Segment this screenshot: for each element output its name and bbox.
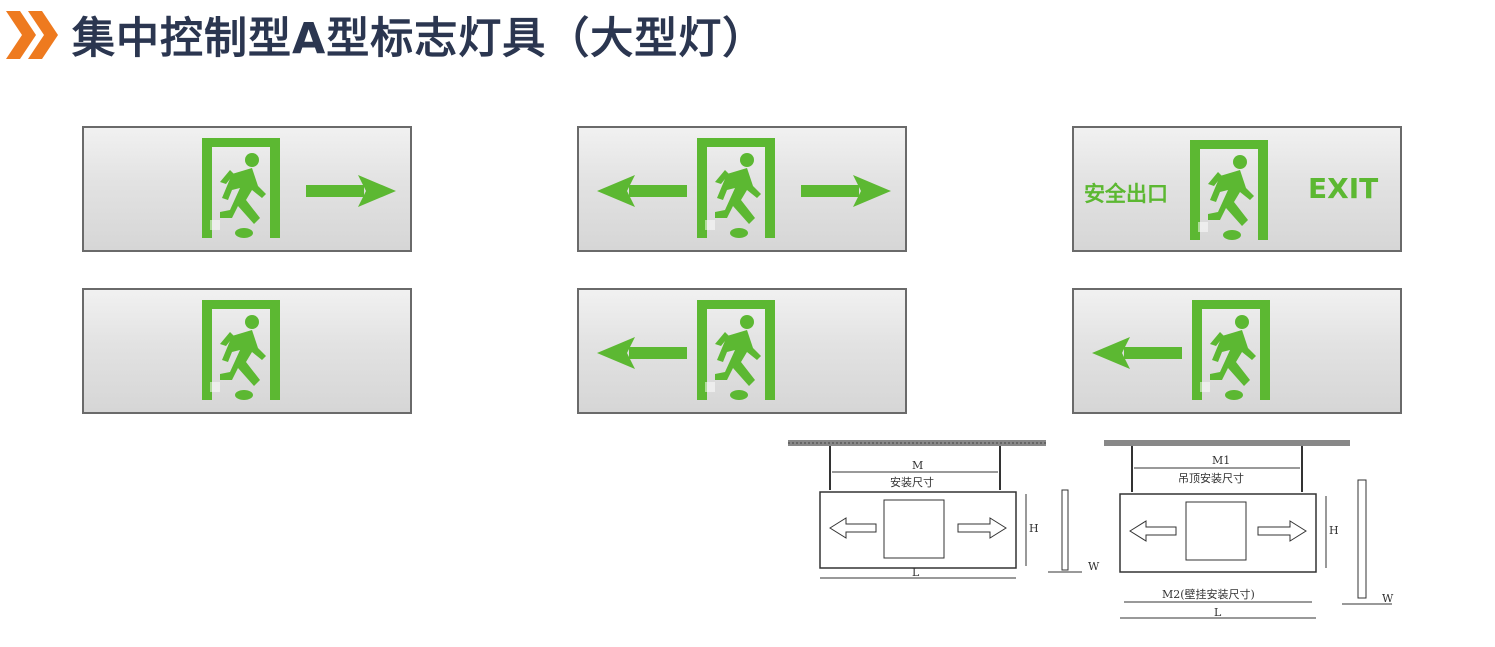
sign-text-chinese: 安全出口 <box>1084 182 1168 206</box>
label-h: H <box>1029 522 1039 535</box>
running-man-door-icon <box>697 300 775 400</box>
sign-graphic <box>597 138 891 238</box>
sign-exit-no-arrow <box>82 288 412 414</box>
arrow-left-icon <box>597 337 687 369</box>
page-title: 集中控制型A型标志灯具（大型灯） <box>72 14 767 64</box>
label-w: W <box>1088 560 1100 573</box>
sign-exit-both-arrows <box>577 126 907 252</box>
arrow-left-icon <box>1092 337 1182 369</box>
label-m: M <box>912 459 924 472</box>
running-man-door-icon <box>1190 140 1268 240</box>
running-man-door-icon <box>697 138 775 238</box>
sign-exit-text: 安全出口 EXIT <box>1072 126 1402 252</box>
technical-drawing-hanging: M 安装尺寸 L H W <box>786 438 1106 588</box>
label-m2-wall-install-size: M2(壁挂安装尺寸) <box>1162 588 1255 601</box>
label-l: L <box>912 566 920 579</box>
label-m1: M1 <box>1212 454 1231 467</box>
sign-exit-left-arrow <box>577 288 907 414</box>
sign-exit-left-arrow <box>1072 288 1402 414</box>
sign-graphic <box>202 138 396 238</box>
running-man-door-icon <box>202 300 280 400</box>
label-w: W <box>1382 592 1394 605</box>
label-l: L <box>1214 606 1222 619</box>
sign-text-exit: EXIT <box>1308 172 1379 205</box>
drawing-lines <box>788 440 1082 579</box>
running-man-door-icon <box>202 138 280 238</box>
double-chevron-icon <box>6 11 58 59</box>
sign-graphic <box>1092 300 1270 400</box>
arrow-right-icon <box>306 175 396 207</box>
running-man-door-icon <box>1192 300 1270 400</box>
label-h: H <box>1329 524 1339 537</box>
sign-graphic <box>202 300 280 400</box>
drawing-lines <box>1104 440 1392 619</box>
sign-exit-right-arrow <box>82 126 412 252</box>
arrow-left-icon <box>597 175 687 207</box>
label-install-size: 安装尺寸 <box>890 476 934 489</box>
arrow-right-icon <box>801 175 891 207</box>
technical-drawing-ceiling-wall: M1 吊顶安装尺寸 M2(壁挂安装尺寸) L H W <box>1102 438 1402 628</box>
sign-graphic <box>597 300 775 400</box>
label-ceiling-install-size: 吊顶安装尺寸 <box>1178 472 1244 485</box>
